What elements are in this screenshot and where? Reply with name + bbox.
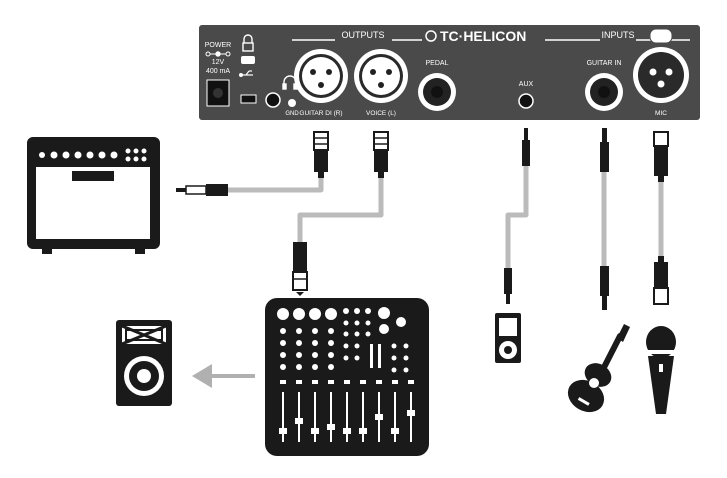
microphone-icon [646, 326, 676, 414]
aux-plug-top [522, 128, 530, 166]
pa-speaker-icon [116, 320, 172, 406]
cables [228, 165, 664, 270]
mic-plug-bottom [653, 256, 669, 305]
guitar-plug-bottom [600, 266, 609, 310]
guitar-plug-top [600, 128, 609, 172]
cable-guitar-di-to-amp [228, 178, 324, 193]
guitar-amp-icon [27, 137, 160, 254]
power-voltage: 12V [212, 59, 225, 66]
guitar-in-label: GUITAR IN [587, 60, 622, 67]
xlr-mic-input[interactable] [633, 28, 689, 103]
music-player-icon [495, 313, 521, 363]
power-label: POWER [205, 42, 231, 49]
mic-label: MIC [655, 110, 667, 117]
gnd-screw[interactable] [288, 99, 296, 107]
usb-port[interactable] [240, 94, 257, 104]
plug-amp-input [176, 184, 228, 196]
signal-arrow-icon [192, 364, 255, 388]
guitar-di-label: GUITAR DI (R) [299, 110, 342, 117]
mixer-icon [265, 298, 429, 456]
xlr-plug-mixer [292, 242, 308, 296]
mic-plug-top [653, 131, 669, 182]
guitar-in-jack[interactable] [585, 73, 623, 111]
xlr-output-voice[interactable] [354, 49, 408, 103]
cable-voice-to-mixer [297, 178, 384, 250]
headphone-jack[interactable] [265, 92, 281, 108]
cable-aux-to-player [505, 165, 529, 270]
aux-label: AUX [519, 81, 534, 88]
usb-icon [239, 70, 253, 77]
gnd-label: GND [285, 111, 299, 117]
inputs-section-label: INPUTS [601, 30, 634, 40]
pedal-jack[interactable] [418, 73, 456, 111]
xlr-plug-voice [373, 131, 389, 178]
plugs [176, 128, 669, 310]
pedal-label: PEDAL [426, 60, 449, 67]
kensington-slot [241, 56, 255, 64]
acoustic-guitar-icon [567, 324, 630, 413]
device-rear-panel: OUTPUTS TC·HELICON INPUTS POWER 12V 400 … [199, 25, 700, 120]
brand-name: TC·HELICON [440, 28, 526, 44]
security-lock-icon [242, 34, 254, 52]
outputs-section-label: OUTPUTS [341, 30, 384, 40]
brand-logo: TC·HELICON [425, 28, 526, 44]
aux-jack[interactable] [518, 93, 534, 109]
voice-label: VOICE (L) [366, 110, 396, 117]
xlr-plug-guitar-di [313, 131, 329, 178]
power-current: 400 mA [206, 68, 230, 75]
aux-plug-bottom [504, 268, 512, 304]
xlr-output-guitar-di[interactable] [294, 49, 348, 103]
polarity-icon [205, 51, 231, 57]
